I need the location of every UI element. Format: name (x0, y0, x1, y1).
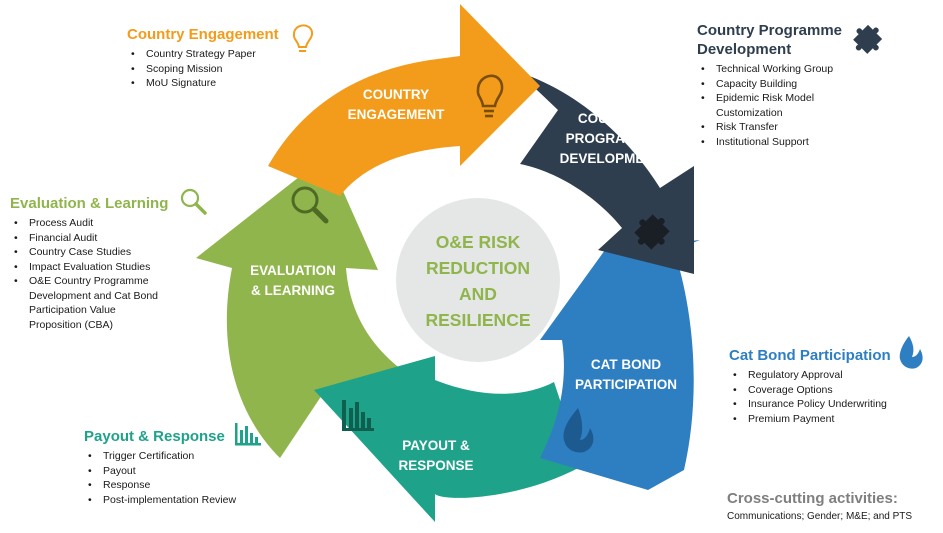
arrow-label-programme-2: PROGRAMME (566, 131, 657, 146)
panel-title: Evaluation & Learning (10, 195, 169, 212)
puzzle-icon (634, 214, 670, 250)
list-item: Epidemic Risk Model (697, 91, 842, 106)
panel-title-line1: Country Programme (697, 22, 843, 39)
arrow-label-catbond-1: CAT BOND (591, 357, 661, 372)
magnifier-icon (291, 186, 329, 224)
lightbulb-title-icon (292, 24, 314, 52)
panel-programme-development: Country Programme Development Technical … (697, 21, 842, 149)
list-item: Institutional Support (697, 135, 842, 150)
list-item: Country Case Studies (10, 245, 168, 260)
list-item: Technical Working Group (697, 62, 842, 77)
list-item: Country Strategy Paper (127, 47, 279, 62)
arrow-label-evaluation-1: EVALUATION (250, 263, 336, 278)
list-item: Scoping Mission (127, 62, 279, 77)
cross-cutting-title: Cross-cutting activities: (727, 490, 898, 507)
list-item: Capacity Building (697, 77, 842, 92)
panel-payout-response: Payout & Response Trigger Certification … (84, 427, 236, 507)
panel-cat-bond: Cat Bond Participation Regulatory Approv… (729, 346, 891, 426)
center-title-line3: AND (459, 284, 497, 304)
arrow-payout-response (314, 356, 582, 522)
list-item: Process Audit (10, 216, 168, 231)
list-item: Risk Transfer (697, 120, 842, 135)
panel-title: Payout & Response (84, 428, 225, 445)
list-item: Financial Audit (10, 231, 168, 246)
list-item: Coverage Options (729, 383, 891, 398)
item-list: Technical Working Group Capacity Buildin… (697, 62, 842, 149)
lightbulb-icon (476, 74, 504, 118)
list-item: Trigger Certification (84, 449, 236, 464)
panel-title: Country Engagement (127, 26, 279, 43)
center-circle (396, 198, 560, 362)
list-item: O&E Country Programme (10, 274, 168, 289)
arrow-country-engagement (268, 4, 540, 196)
list-item: Premium Payment (729, 412, 891, 427)
bar-chart-title-icon (235, 423, 261, 446)
list-item-continuation: Customization (716, 106, 783, 119)
puzzle-title-icon (853, 24, 883, 54)
list-item: Payout (84, 464, 236, 479)
arrow-label-engagement-1: COUNTRY (363, 87, 429, 102)
center-title-line1: O&E RISK (436, 232, 521, 252)
panel-title: Cat Bond Participation (729, 347, 891, 364)
list-item: Insurance Policy Underwriting (729, 397, 891, 412)
list-item: Regulatory Approval (729, 368, 891, 383)
center-title-line4: RESILIENCE (425, 310, 530, 330)
arrow-label-payout-1: PAYOUT & (402, 438, 470, 453)
item-list: Country Strategy Paper Scoping Mission M… (127, 47, 279, 91)
arrow-label-programme-1: COUNTRY (578, 111, 644, 126)
panel-title-line2: Development (697, 41, 792, 58)
list-item: Impact Evaluation Studies (10, 260, 168, 275)
arrow-label-engagement-2: ENGAGEMENT (348, 107, 446, 122)
arrow-label-evaluation-2: & LEARNING (251, 283, 335, 298)
item-list: Trigger Certification Payout Response Po… (84, 449, 236, 507)
list-item-continuation: Participation Value (29, 304, 116, 316)
list-item: Response (84, 478, 236, 493)
list-item-continuation: Proposition (CBA) (29, 318, 114, 331)
cross-cutting-text: Communications; Gender; M&E; and PTS (727, 511, 913, 522)
panel-evaluation-learning: Evaluation & Learning Process Audit Fina… (10, 194, 168, 332)
arrow-label-payout-2: RESPONSE (398, 458, 473, 473)
list-item-continuation: Development and Cat Bond (29, 289, 158, 302)
arrow-label-programme-3: DEVELOPMENT (560, 151, 664, 166)
item-list: Process Audit Financial Audit Country Ca… (10, 216, 168, 332)
panel-country-engagement: Country Engagement Country Strategy Pape… (127, 25, 279, 91)
flame-title-icon (899, 336, 923, 369)
arrow-label-catbond-2: PARTICIPATION (575, 377, 677, 392)
magnifier-title-icon (180, 188, 207, 215)
flame-icon (563, 408, 594, 453)
item-list: Regulatory Approval Coverage Options Ins… (729, 368, 891, 426)
bar-chart-icon (342, 400, 374, 431)
center-title-line2: REDUCTION (426, 258, 530, 278)
list-item: MoU Signature (127, 76, 279, 91)
list-item: Post-implementation Review (84, 493, 236, 508)
